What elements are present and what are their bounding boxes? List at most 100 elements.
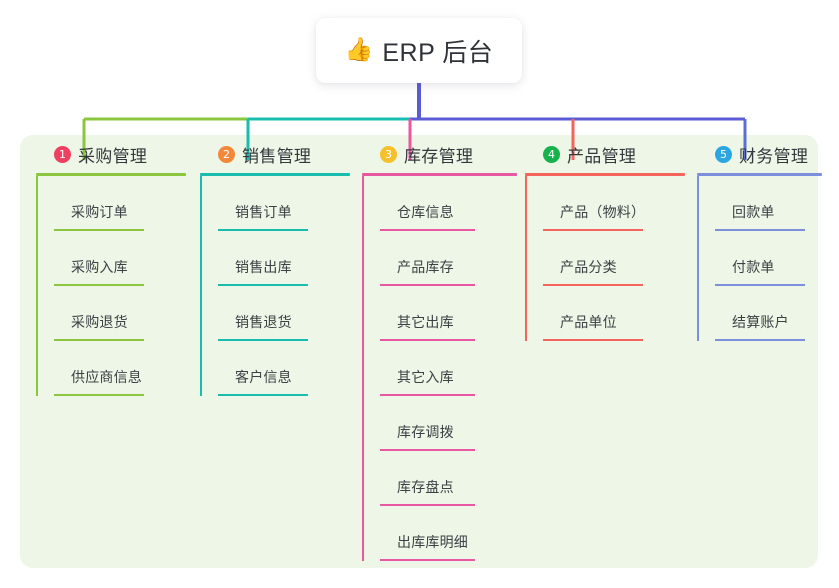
branch-column-5: 5 财务管理回款单付款单结算账户 xyxy=(697,135,822,341)
branch-number-badge: 2 xyxy=(218,145,235,163)
branch-item-underline xyxy=(543,339,643,341)
branch-item[interactable]: 仓库信息 xyxy=(380,176,517,231)
branch-title-label: 销售管理 xyxy=(242,146,312,166)
branch-number-badge: 3 xyxy=(380,145,397,163)
branch-item-label: 供应商信息 xyxy=(71,369,142,385)
branch-item[interactable]: 采购入库 xyxy=(54,231,186,286)
branch-item-label: 销售出库 xyxy=(235,259,292,275)
branch-item-label: 其它入库 xyxy=(397,369,454,385)
branch-item-underline xyxy=(715,284,805,286)
branch-item-underline xyxy=(54,229,144,231)
diagram-panel xyxy=(20,135,818,568)
branch-item-underline xyxy=(218,339,308,341)
branch-item-label: 产品单位 xyxy=(560,314,617,330)
branch-item-list: 产品（物料） 产品分类产品单位 xyxy=(525,176,685,341)
branch-item-label: 销售订单 xyxy=(235,204,292,220)
branch-item-label: 出库库明细 xyxy=(397,534,468,550)
branch-item-label: 采购订单 xyxy=(71,204,128,220)
branch-underline xyxy=(362,173,517,176)
branch-item[interactable]: 销售退货 xyxy=(218,286,350,341)
branch-item-underline xyxy=(54,339,144,341)
branch-item-label: 采购退货 xyxy=(71,314,128,330)
branch-item-underline xyxy=(543,229,643,231)
branch-item-underline xyxy=(218,229,308,231)
branch-column-3: 3 库存管理仓库信息产品库存其它出库其它入库库存调拨库存盘点出库库明细 xyxy=(362,135,517,561)
branch-item-list: 仓库信息产品库存其它出库其它入库库存调拨库存盘点出库库明细 xyxy=(362,176,517,561)
branch-underline xyxy=(36,173,186,176)
branch-header-5[interactable]: 5 财务管理 xyxy=(697,135,822,173)
branch-item[interactable]: 产品单位 xyxy=(543,286,685,341)
branch-item[interactable]: 客户信息 xyxy=(218,341,350,396)
branch-item-underline xyxy=(380,394,475,396)
branch-item[interactable]: 采购订单 xyxy=(54,176,186,231)
branch-item[interactable]: 销售订单 xyxy=(218,176,350,231)
branch-item[interactable]: 采购退货 xyxy=(54,286,186,341)
branch-item-label: 其它出库 xyxy=(397,314,454,330)
branch-item-label: 产品分类 xyxy=(560,259,617,275)
branch-item-underline xyxy=(218,284,308,286)
branch-item-underline xyxy=(380,284,475,286)
branch-item-label: 库存调拨 xyxy=(397,424,454,440)
branch-item[interactable]: 产品库存 xyxy=(380,231,517,286)
branch-item-underline xyxy=(380,339,475,341)
branch-underline xyxy=(525,173,685,176)
branch-item[interactable]: 回款单 xyxy=(715,176,822,231)
branch-item-label: 仓库信息 xyxy=(397,204,454,220)
branch-columns: 1 采购管理采购订单采购入库采购退货供应商信息 2 销售管理销售订单销售出库销售退货客… xyxy=(0,135,839,568)
branch-item[interactable]: 其它入库 xyxy=(380,341,517,396)
branch-item-label: 销售退货 xyxy=(235,314,292,330)
branch-item-underline xyxy=(380,229,475,231)
branch-header-3[interactable]: 3 库存管理 xyxy=(362,135,517,173)
branch-item[interactable]: 结算账户 xyxy=(715,286,822,341)
branch-item-list: 回款单付款单结算账户 xyxy=(697,176,822,341)
branch-item-underline xyxy=(380,504,475,506)
branch-title-label: 财务管理 xyxy=(739,146,809,166)
branch-item-underline xyxy=(715,229,805,231)
branch-item-underline xyxy=(54,394,144,396)
branch-spine xyxy=(697,176,699,341)
branch-spine xyxy=(200,176,202,396)
branch-number-badge: 5 xyxy=(715,145,732,163)
branch-item-underline xyxy=(380,559,475,561)
branch-item-label: 产品库存 xyxy=(397,259,454,275)
branch-item-label: 客户信息 xyxy=(235,369,292,385)
branch-number-badge: 4 xyxy=(543,145,560,163)
branch-underline xyxy=(697,173,822,176)
branch-spine xyxy=(362,176,364,561)
branch-item-underline xyxy=(543,284,643,286)
branch-item-label: 采购入库 xyxy=(71,259,128,275)
branch-header-1[interactable]: 1 采购管理 xyxy=(36,135,186,173)
branch-item[interactable]: 产品（物料） xyxy=(543,176,685,231)
branch-underline xyxy=(200,173,350,176)
branch-item-label: 结算账户 xyxy=(732,314,789,330)
branch-header-4[interactable]: 4 产品管理 xyxy=(525,135,685,173)
branch-item-label: 产品（物料） xyxy=(560,204,646,220)
branch-item[interactable]: 库存调拨 xyxy=(380,396,517,451)
branch-item[interactable]: 其它出库 xyxy=(380,286,517,341)
branch-item-label: 回款单 xyxy=(732,204,775,220)
branch-item-underline xyxy=(54,284,144,286)
branch-header-2[interactable]: 2 销售管理 xyxy=(200,135,350,173)
branch-item-underline xyxy=(715,339,805,341)
root-node-erp-backend[interactable]: 👍 ERP 后台 xyxy=(316,18,522,83)
branch-column-2: 2 销售管理销售订单销售出库销售退货客户信息 xyxy=(200,135,350,396)
branch-item[interactable]: 出库库明细 xyxy=(380,506,517,561)
branch-column-1: 1 采购管理采购订单采购入库采购退货供应商信息 xyxy=(36,135,186,396)
branch-item-label: 库存盘点 xyxy=(397,479,454,495)
branch-title-label: 采购管理 xyxy=(78,146,148,166)
branch-item[interactable]: 库存盘点 xyxy=(380,451,517,506)
branch-item[interactable]: 付款单 xyxy=(715,231,822,286)
root-node-label: ERP 后台 xyxy=(382,38,494,67)
branch-item-list: 销售订单销售出库销售退货客户信息 xyxy=(200,176,350,396)
branch-item-list: 采购订单采购入库采购退货供应商信息 xyxy=(36,176,186,396)
branch-title-label: 产品管理 xyxy=(567,146,637,166)
branch-title-label: 库存管理 xyxy=(404,146,474,166)
branch-number-badge: 1 xyxy=(54,145,71,163)
branch-column-4: 4 产品管理产品（物料） 产品分类产品单位 xyxy=(525,135,685,341)
branch-item[interactable]: 销售出库 xyxy=(218,231,350,286)
branch-item[interactable]: 产品分类 xyxy=(543,231,685,286)
branch-spine xyxy=(36,176,38,396)
branch-item-underline xyxy=(218,394,308,396)
branch-item[interactable]: 供应商信息 xyxy=(54,341,186,396)
branch-item-underline xyxy=(380,449,475,451)
